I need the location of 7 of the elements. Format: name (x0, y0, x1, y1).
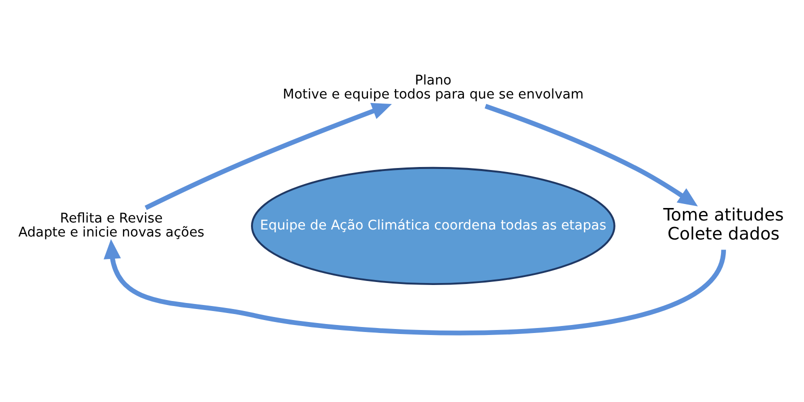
node-text: Tome atitudes Colete dados (663, 205, 784, 244)
arrow (144, 102, 392, 210)
node-text: Reflita e Revise Adapte e inicie novas ações (18, 210, 204, 240)
arrow (484, 103, 698, 206)
node-ellipse: Equipe de Ação Climática coordena todas as etapas (251, 166, 616, 284)
node-text: Plano Motive e equipe todos para que se envolvam (282, 72, 584, 102)
arrow (104, 238, 726, 335)
